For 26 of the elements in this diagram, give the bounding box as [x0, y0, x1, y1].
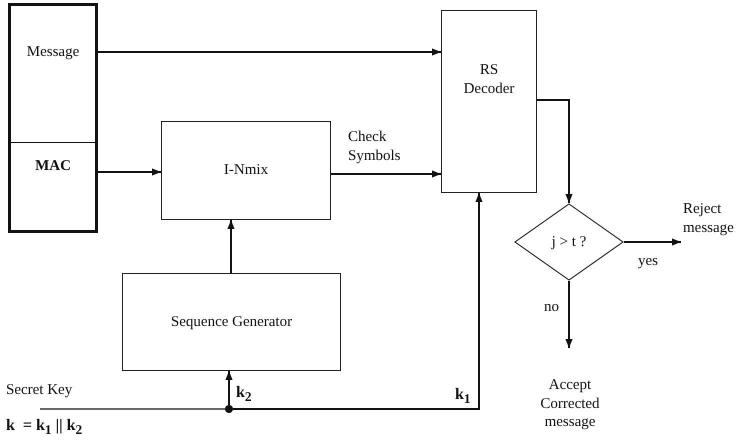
- key-label: k$_{2}$: [236, 383, 252, 406]
- arrow: [227, 220, 235, 273]
- decision-diamond: j > t ?: [514, 203, 624, 281]
- arrow: [331, 170, 441, 178]
- arrow: [98, 168, 161, 176]
- arrow: [537, 99, 573, 203]
- process-box: Sequence Generator: [122, 273, 341, 371]
- message-field-box: Message: [8, 3, 98, 143]
- edge-label: Check Symbols: [348, 128, 402, 166]
- key-label: k$_{1}$: [455, 385, 471, 408]
- outcome-text: Accept Corrected message: [515, 348, 625, 432]
- mac-field-box: MAC: [8, 143, 98, 233]
- connector-line: [40, 408, 225, 410]
- arrow: [233, 193, 483, 410]
- process-box: RS Decoder: [441, 10, 537, 193]
- arrow: [565, 281, 573, 348]
- key-formula: k = k$_{1}$ || k$_{2}$: [6, 416, 82, 439]
- arrow: [225, 371, 233, 405]
- edge-label: yes: [638, 252, 658, 271]
- outcome-text: Reject message: [683, 198, 753, 240]
- edge-label: no: [544, 298, 559, 317]
- arrow: [624, 238, 681, 246]
- arrow: [98, 48, 441, 56]
- junction-dot: [225, 405, 233, 413]
- input-label: Secret Key: [6, 381, 92, 409]
- process-box: I-Nmix: [161, 121, 331, 220]
